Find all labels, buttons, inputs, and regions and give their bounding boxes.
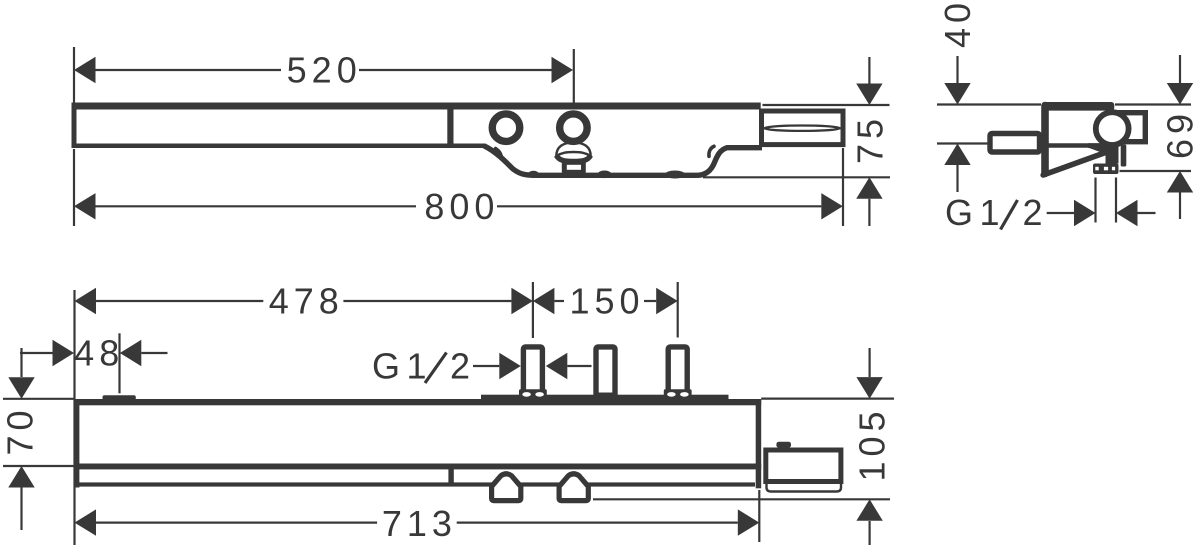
svg-text:75: 75	[850, 114, 891, 164]
svg-text:150: 150	[569, 281, 644, 322]
svg-text:70: 70	[0, 405, 41, 455]
svg-text:105: 105	[852, 406, 893, 481]
svg-text:520: 520	[287, 50, 362, 91]
svg-text:478: 478	[269, 281, 344, 322]
svg-text:48: 48	[74, 332, 124, 373]
svg-text:2: 2	[1023, 192, 1047, 233]
svg-text:1: 1	[980, 192, 1004, 233]
svg-text:40: 40	[937, 0, 978, 48]
svg-text:2: 2	[450, 346, 474, 387]
svg-text:69: 69	[1160, 109, 1200, 159]
svg-text:1: 1	[407, 346, 431, 387]
svg-text:G: G	[372, 346, 404, 387]
svg-text:800: 800	[424, 186, 499, 227]
svg-text:713: 713	[382, 503, 457, 544]
svg-text:G: G	[945, 192, 977, 233]
